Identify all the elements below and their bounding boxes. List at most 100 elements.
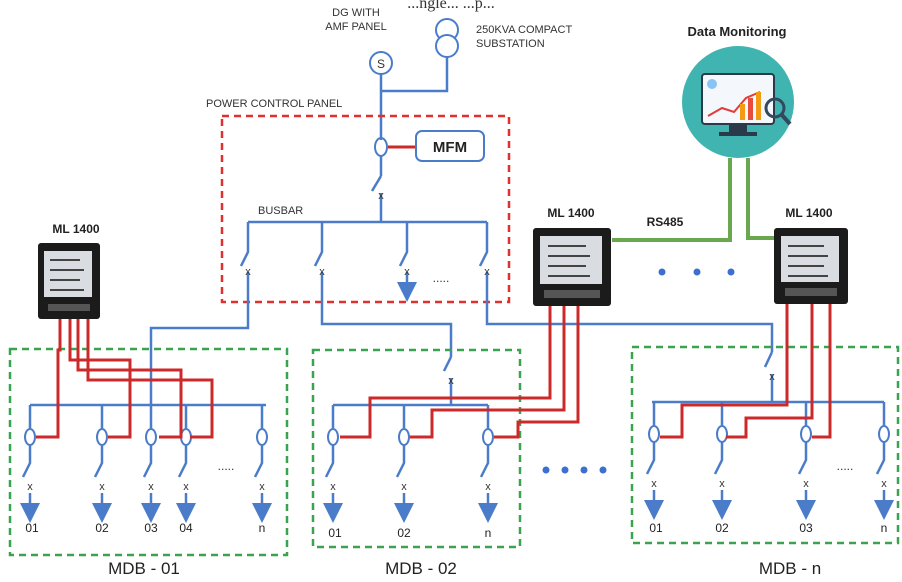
- busbar-label: BUSBAR: [258, 205, 303, 217]
- meter-connector-dots: [658, 268, 735, 276]
- breaker-icon: [713, 442, 724, 475]
- panel-outgoing-feeders: [239, 222, 489, 307]
- breaker-icon: [797, 442, 808, 475]
- source-feeders: [379, 57, 449, 140]
- transformer-icon: [435, 18, 459, 58]
- rs485-links: [612, 158, 779, 242]
- svg-text:x: x: [99, 481, 105, 493]
- breaker-icon: [93, 445, 104, 478]
- panel-feeder-dots: .....: [433, 271, 450, 285]
- breaker-icon: [875, 442, 886, 475]
- mdb-feeder: x 03: [141, 405, 161, 535]
- feeder-label: n: [485, 526, 492, 540]
- feeder-label: n: [259, 521, 266, 535]
- mdb-01-label: MDB - 01: [108, 559, 180, 578]
- mdb-feeder: x 01: [20, 405, 40, 535]
- mdb-feeder: x 03: [796, 402, 816, 535]
- mdb-feeder: x 01: [323, 405, 343, 540]
- mdb-01-feeder-dots: .....: [218, 459, 235, 473]
- ct-icon: [398, 428, 410, 446]
- breaker-icon: [479, 445, 490, 478]
- meter-left-label: ML 1400: [52, 222, 99, 236]
- svg-text:x: x: [330, 481, 336, 493]
- mdb-feeder: xn: [874, 402, 894, 535]
- ct-icon: [482, 428, 494, 446]
- svg-text:x: x: [484, 266, 490, 278]
- meter-left: [38, 243, 100, 319]
- breaker-icon: [645, 442, 656, 475]
- mdb-02-label: MDB - 02: [385, 559, 457, 578]
- feeder-label: n: [881, 521, 888, 535]
- ct-icon: [800, 425, 812, 443]
- rs485-label: RS485: [647, 215, 684, 229]
- mdb-busbars: [30, 400, 884, 407]
- mdb-n-feeder-dots: .....: [837, 459, 854, 473]
- breaker-icon: [142, 445, 153, 478]
- mdb-feeder: xn: [478, 405, 498, 540]
- mdb-feeder: x 04: [176, 405, 196, 535]
- mdb-feeder: x 02: [92, 405, 112, 535]
- svg-text:x: x: [183, 481, 189, 493]
- svg-text:x: x: [404, 266, 410, 278]
- mdb-n-box: [630, 345, 900, 545]
- mdb-01-box: [8, 347, 289, 557]
- ct-icon: [24, 428, 36, 446]
- ct-icon: [716, 425, 728, 443]
- feeder-label: 02: [95, 521, 109, 535]
- mdb-feeder: x01: [644, 402, 664, 535]
- substation-label-line1: 250KVA COMPACT: [476, 24, 572, 36]
- dg-label-line1: DG WITH: [332, 7, 380, 19]
- feeder-label: 01: [328, 526, 342, 540]
- breaker-icon: [177, 445, 188, 478]
- svg-text:x: x: [719, 478, 725, 490]
- ct-icon: [878, 425, 890, 443]
- meter-right-label: ML 1400: [785, 206, 832, 220]
- ct-icon: [256, 428, 268, 446]
- mdb-02-box: [311, 348, 522, 549]
- mdb-feeder: x02: [712, 402, 732, 535]
- breaker-icon: [395, 445, 406, 478]
- feeder-label: 04: [179, 521, 193, 535]
- feeder-label: 03: [799, 521, 813, 535]
- monitor-icon: [682, 46, 794, 158]
- dg-generator: S: [369, 51, 393, 75]
- mdb-connector-dots: [542, 466, 607, 474]
- svg-text:x: x: [448, 375, 454, 387]
- ct-icon: [96, 428, 108, 446]
- svg-text:x: x: [769, 371, 775, 383]
- power-control-panel-label: POWER CONTROL PANEL: [206, 98, 342, 110]
- substation-label-line2: SUBSTATION: [476, 38, 545, 50]
- feeder-label: 02: [397, 526, 411, 540]
- svg-text:x: x: [378, 190, 384, 202]
- meter-right: [774, 228, 848, 304]
- svg-text:x: x: [881, 478, 887, 490]
- ct-icon: [327, 428, 339, 446]
- mfm-label: MFM: [433, 139, 467, 156]
- ct-icon: [648, 425, 660, 443]
- breaker-icon: [21, 445, 32, 478]
- ct-icon: [145, 428, 157, 446]
- feeder-label: 03: [144, 521, 158, 535]
- svg-text:x: x: [319, 266, 325, 278]
- mdb-feeder: xn: [252, 405, 272, 535]
- data-monitoring-title: Data Monitoring: [688, 24, 787, 39]
- feeder-label: 01: [25, 521, 39, 535]
- power-control-panel-box: [220, 114, 511, 304]
- breaker-icon: [253, 445, 264, 478]
- svg-text:S: S: [377, 57, 385, 71]
- svg-text:x: x: [485, 481, 491, 493]
- meter-center: [533, 228, 611, 306]
- mdb-n-label: MDB - n: [759, 559, 821, 578]
- main-breaker: [370, 156, 383, 222]
- svg-text:x: x: [401, 481, 407, 493]
- svg-text:x: x: [245, 266, 251, 278]
- dg-label-line2: AMF PANEL: [325, 21, 387, 33]
- svg-text:x: x: [259, 481, 265, 493]
- feeder-label: 01: [649, 521, 663, 535]
- svg-text:x: x: [803, 478, 809, 490]
- svg-text:x: x: [27, 481, 33, 493]
- svg-text:x: x: [148, 481, 154, 493]
- mdb-feeder: x 02: [394, 405, 414, 540]
